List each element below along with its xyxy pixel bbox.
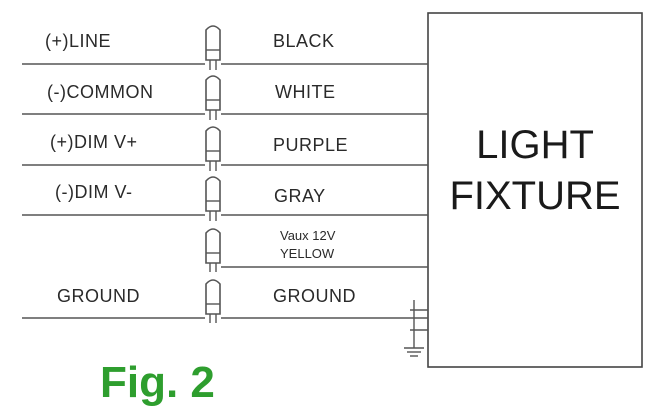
wire-color-label: WHITE [275, 82, 336, 102]
light-fixture-box [427, 12, 643, 368]
wire-color-label: GRAY [274, 186, 326, 206]
wire-row-vaux: Vaux 12V YELLOW [205, 228, 428, 272]
wire-color-label-line1: Vaux 12V [280, 228, 336, 243]
wire-nut-icon [205, 228, 221, 272]
figure-label: Fig. 2 [100, 358, 215, 407]
wire-color-label: BLACK [273, 31, 335, 51]
ground-symbol-icon [404, 300, 428, 357]
input-label: (-)COMMON [47, 82, 153, 102]
input-label: (+)DIM V+ [50, 132, 138, 152]
wire-color-label: PURPLE [273, 135, 348, 155]
input-label: GROUND [57, 286, 140, 306]
wire-nut-icon [205, 126, 221, 171]
wire-nut-icon [205, 25, 221, 70]
wire-row-dim-plus: (+)DIM V+ PURPLE [22, 126, 428, 171]
wire-row-common: (-)COMMON WHITE [22, 75, 428, 120]
wire-color-label-line2: YELLOW [280, 246, 335, 261]
wire-row-line: (+)LINE BLACK [22, 25, 428, 70]
wire-color-label: GROUND [273, 286, 356, 306]
wire-nut-icon [205, 279, 221, 323]
input-label: (-)DIM V- [55, 182, 132, 202]
fixture-label-line2: FIXTURE [449, 174, 620, 218]
wire-nut-icon [205, 176, 221, 221]
wire-row-dim-minus: (-)DIM V- GRAY [22, 176, 428, 221]
wire-row-ground: GROUND GROUND [22, 279, 428, 323]
fixture-label-line1: LIGHT [476, 123, 594, 167]
wire-nut-icon [205, 75, 221, 120]
input-label: (+)LINE [45, 31, 111, 51]
